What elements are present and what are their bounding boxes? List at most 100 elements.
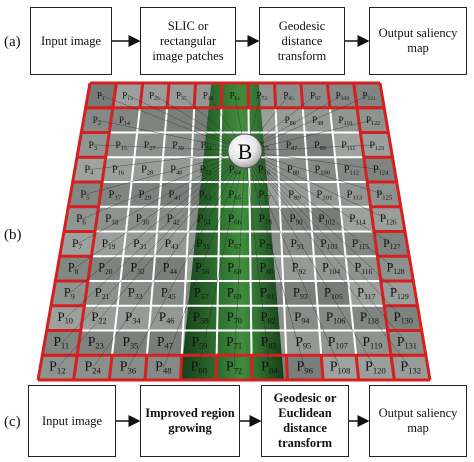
patch-cell (84, 281, 121, 306)
patch-label: P77 (258, 188, 271, 201)
patch-label: P78 (259, 213, 273, 226)
patch-label: P124 (373, 165, 389, 177)
patch-cell (276, 132, 307, 158)
patch-label: P92 (292, 261, 307, 276)
center-point-b-label: B (238, 139, 253, 164)
geodesic-ray (85, 150, 246, 195)
patch-label: P68 (227, 261, 242, 276)
patch-cell (275, 107, 305, 133)
patch-label: P128 (387, 261, 405, 276)
patch-label: P116 (354, 261, 372, 276)
geodesic-ray (244, 150, 392, 245)
panel-c-step-distance-transform: Geodesic or Euclidean distance transform (261, 385, 349, 457)
geodesic-ray (244, 150, 400, 294)
patch-label: P66 (228, 213, 242, 226)
patch-cell (332, 132, 364, 158)
patch-label: P117 (357, 285, 376, 301)
patch-label: P4 (84, 165, 94, 177)
patch-label: P99 (314, 140, 326, 152)
geodesic-ray (244, 150, 341, 368)
patch-label: P7 (72, 237, 83, 251)
patch-label: P13 (122, 90, 133, 102)
patch-cell (321, 355, 359, 380)
patch-cell (353, 83, 385, 108)
patch-label: P39 (172, 140, 184, 152)
patch-label: P49 (203, 90, 214, 102)
geodesic-ray (57, 150, 246, 368)
patch-cell (68, 182, 103, 207)
patch-cell (154, 231, 188, 257)
border-tick (192, 82, 197, 108)
patch-label: P119 (363, 334, 383, 351)
geodesic-ray (89, 150, 246, 170)
patch-label: P28 (141, 165, 153, 177)
patch-cell (59, 231, 95, 257)
panel-a-label: (a) (4, 34, 21, 50)
geodesic-ray (81, 150, 246, 220)
patch-cell (134, 132, 166, 158)
patch-cell (85, 83, 117, 108)
patch-cell (109, 355, 147, 380)
patch-label: P108 (330, 360, 351, 376)
patch-cell (367, 182, 401, 207)
patch-label: P130 (393, 309, 412, 326)
patch-label: P61 (230, 90, 241, 102)
patch-label: P98 (312, 116, 323, 127)
geodesic-ray (93, 144, 246, 152)
geodesic-ray (244, 150, 305, 368)
patch-cell (126, 206, 160, 232)
panel-a-step-output: Output saliency map (369, 7, 467, 75)
patch-cell (109, 107, 140, 133)
patch-cell (304, 132, 336, 158)
patch-label: P47 (157, 334, 173, 351)
patch-label: P21 (95, 285, 110, 301)
border-tick (389, 355, 396, 381)
geodesic-ray (128, 150, 246, 368)
geodesic-ray (244, 150, 403, 319)
patch-cell (77, 132, 110, 158)
patch-label: P6 (76, 213, 86, 226)
border-tick (319, 355, 325, 381)
patch-label: P40 (170, 165, 182, 177)
patch-cell (144, 355, 182, 380)
patch-cell (329, 107, 361, 133)
patch-label: P114 (349, 213, 366, 226)
geodesic-ray (61, 150, 246, 344)
patch-label: P100 (314, 165, 329, 177)
border-tick (284, 355, 289, 381)
patch-label: P105 (324, 285, 343, 301)
patch-label: P96 (297, 360, 314, 376)
geodesic-ray (244, 150, 384, 195)
patch-label: P70 (227, 309, 242, 326)
patch-cell (112, 83, 143, 108)
patch-label: P8 (68, 261, 79, 276)
patch-label: P102 (318, 213, 335, 226)
patch-label: P118 (360, 309, 379, 326)
patch-label: P104 (322, 261, 340, 276)
geodesic-ray (69, 150, 246, 294)
patch-cell (64, 206, 99, 232)
patch-cell (387, 330, 426, 356)
patch-label: P57 (194, 285, 209, 301)
patch-label: P46 (159, 309, 174, 326)
patch-label: P113 (346, 188, 362, 201)
patch-label: P37 (176, 90, 187, 102)
patch-cell (91, 231, 126, 257)
patch-label: P16 (112, 165, 125, 177)
border-tick (299, 82, 305, 108)
patch-label: P20 (98, 261, 113, 276)
patch-cell (308, 182, 341, 207)
patch-label: P89 (288, 188, 301, 201)
patch-label: P43 (165, 237, 179, 251)
patch-cell (348, 281, 385, 306)
geodesic-ray (97, 119, 246, 152)
patch-label: P97 (310, 90, 321, 102)
patch-cell (281, 231, 314, 257)
patch-cell (353, 330, 391, 356)
patch-label: P95 (295, 334, 311, 351)
patch-cell (128, 182, 162, 207)
patch-label: P126 (380, 213, 397, 226)
patch-label: P82 (260, 309, 275, 326)
patch-label: P27 (144, 140, 156, 152)
